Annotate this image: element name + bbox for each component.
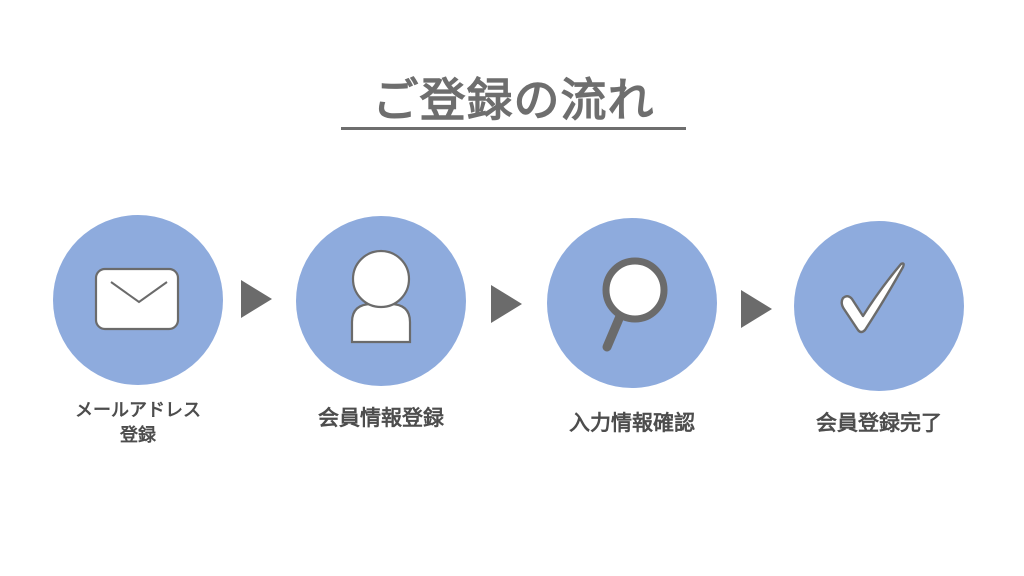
step-1-label-line1: メールアドレス xyxy=(75,400,201,421)
step-4-circle xyxy=(794,221,964,391)
step-4-label: 会員登録完了 xyxy=(816,411,942,435)
checkmark-icon xyxy=(840,262,905,334)
arrow-right-icon xyxy=(741,290,772,328)
step-3-circle xyxy=(547,218,717,388)
step-3-label: 入力情報確認 xyxy=(569,411,695,435)
step-2-circle xyxy=(296,216,466,386)
arrow-right-icon xyxy=(491,285,522,323)
envelope-icon xyxy=(94,267,180,331)
title-underline xyxy=(341,127,686,130)
person-icon xyxy=(350,249,412,344)
step-2-label: 会員情報登録 xyxy=(318,406,444,430)
magnifier-icon xyxy=(602,257,668,352)
arrow-right-icon xyxy=(241,280,272,318)
page-title: ご登録の流れ xyxy=(372,73,655,127)
step-1-circle xyxy=(53,215,223,385)
step-1-label-line2: 登録 xyxy=(120,425,156,446)
step-1-label: メールアドレス 登録 xyxy=(48,398,228,448)
